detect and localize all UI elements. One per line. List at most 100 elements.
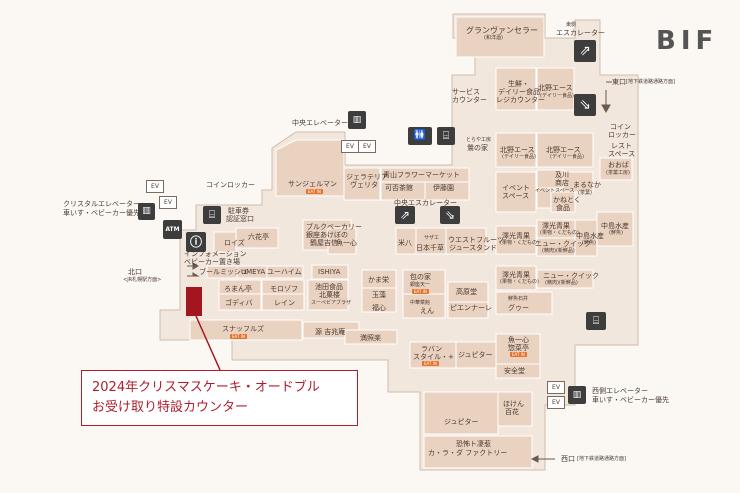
label-uoichi-2: 惣菜亭 [508,344,529,352]
atm-icon: ATM [163,220,182,239]
label-chuuo-elevator: 中央エレベーター [292,119,348,127]
store-sazae [415,227,447,255]
label-westfruits-1: ウエストフルーツ [448,236,504,244]
label-sakimoto-1-sub: (果物・くだもの) [500,240,539,246]
label-event-1: イベント [502,184,530,192]
label-coin-locker-right-2: ロッカー [608,131,636,139]
label-higashiguchi-sub: [地下鉄道路通路方面] [626,79,675,85]
label-nakamura-2: 中島水産 [601,222,629,230]
label-ikeda-1: 池田食品 [315,283,343,291]
label-sanjermain: サンジェルマン [288,180,337,188]
escalator-icon: ⇗ [395,206,415,224]
label-hokkin-2: 百花 [505,408,519,416]
label-marunaka-2: (茶葉) [578,190,592,196]
label-morozoff: モロゾフ [270,285,298,293]
store-ito [424,181,470,201]
label-brulmission: ブールミッシュ [199,268,248,276]
escalator-icon: ⇘ [574,94,596,116]
store-jupiter-1 [455,341,497,369]
label-hokkin-1: ほけん [503,400,524,408]
store-kitano-ace-2 [495,132,537,168]
label-snuffles: スナッフルズ [222,325,264,333]
store-sakimoto-4 [495,291,553,315]
store-jupiter-2 [423,391,499,435]
label-chukasou: 中華菜館 [410,300,431,306]
stairs-icon: ⌸ [203,206,221,224]
store-kyobu [423,435,533,469]
label-newquick-1: ニュー・クイック [535,240,591,248]
store-sakimoto-1 [495,225,537,255]
label-coin-locker: コインロッカー [206,181,255,189]
floor-label: BIF [656,26,719,56]
information-icon: ⓘ [186,232,206,252]
label-parking-2: 認証窓口 [226,215,254,223]
label-kitaguchi-1: 北口 [128,268,142,276]
label-sakimoto-2-sub: (果物・くだもの) [540,230,579,236]
label-nishigawa-elevator-2: 車いす・ベビーカー優先 [592,396,669,404]
label-sazae-2: 日本千草 [416,244,444,252]
label-chuuo-escalator: 中央エスカレーター [394,199,457,207]
label-nakamura-1-sub: (鮮魚) [582,240,596,246]
label-kasho: 可否茶館 [385,184,413,192]
store-event [495,171,537,213]
label-information-2: ベビーカー置き場 [184,258,240,266]
eat-in-badge: EAT IN [230,334,247,339]
label-sakimoto-1: 澤光青果 [502,232,530,240]
ev-marker: EV [547,396,565,409]
label-roize: ロイズ [224,239,245,247]
label-oikawa-1: 及川 [555,171,569,179]
store-rein [261,293,305,311]
escalator-icon: ⇗ [574,40,596,62]
label-kanaku-1: かねとく [553,196,581,204]
label-sakimoto-4: 鮮魚石井 [508,296,529,302]
store-yubaum [266,265,304,279]
ev-marker: EV [358,140,376,153]
label-kyobu-1: 恐怖ト凄惹 [456,440,491,448]
special-counter-marker [186,287,202,316]
store-seisen [495,67,537,111]
callout-line-1: 2024年クリスマスケーキ・オードブル [92,380,320,395]
label-marubasukera-3: 鶴屋吉信 [310,239,338,247]
label-event-2: スペース [502,192,530,200]
ev-marker: EV [146,180,164,193]
elevator-icon: ▥ [348,111,366,129]
label-newquick-2-sub: (精肉)(新鮮品) [545,280,578,286]
label-marunaka-1: まるなか [573,181,601,189]
label-tsuchiya: 包の家 [410,273,431,281]
store-westfruits [445,227,487,255]
callout-line-2: お受け取り特設カウンター [92,400,249,415]
label-nishiguchi: 西口 [561,455,575,463]
store-uoichi [495,333,541,365]
label-kitano-ace-3-sub: (デイリー食品) [550,154,584,160]
label-chukasou-2: えん [420,307,434,315]
store-nakamura-2 [596,211,634,247]
label-yamato: 満照楽 [360,334,381,342]
label-higashiguchi: 東口 [612,78,626,86]
label-kohaku: 高原堂 [456,288,477,296]
label-kitano-ace-1: 北野エース [538,84,573,92]
label-ito: 伊藤園 [433,184,454,192]
label-uotsuichi: 魚一心 [336,239,357,247]
eat-in-badge: EAT IN [306,189,323,194]
label-labyu-2: スタイル・+ [413,353,454,361]
stairs-icon: ⌸ [586,312,606,330]
store-sakimoto-3 [495,265,537,291]
label-crystal-elevator-2: 車いす・ベビーカー優先 [63,209,140,217]
store-gelateria [343,167,381,201]
label-kanaku-2: 食品 [556,204,570,212]
label-tamaya: 玉藻 [372,291,386,299]
label-ginza-tenichi: 銀座天一 [410,282,431,288]
label-sakimoto-3: 澤光青果 [502,271,530,279]
label-service-counter-2: カウンター [452,96,487,104]
store-uotsuichi [327,227,357,255]
label-restspace-2: スペース [608,150,636,158]
label-parking-1: 駐車券 [228,207,249,215]
label-restspace-1: レスト [611,142,632,150]
label-guu: グゥー [508,304,529,312]
label-ikeda-2: 北菓楼 [319,291,340,299]
store-godiva [218,293,262,311]
store-marunaka [562,171,594,193]
label-aoyama: 青山フラワーマーケット [383,171,460,179]
elevator-icon: ▥ [568,386,586,404]
